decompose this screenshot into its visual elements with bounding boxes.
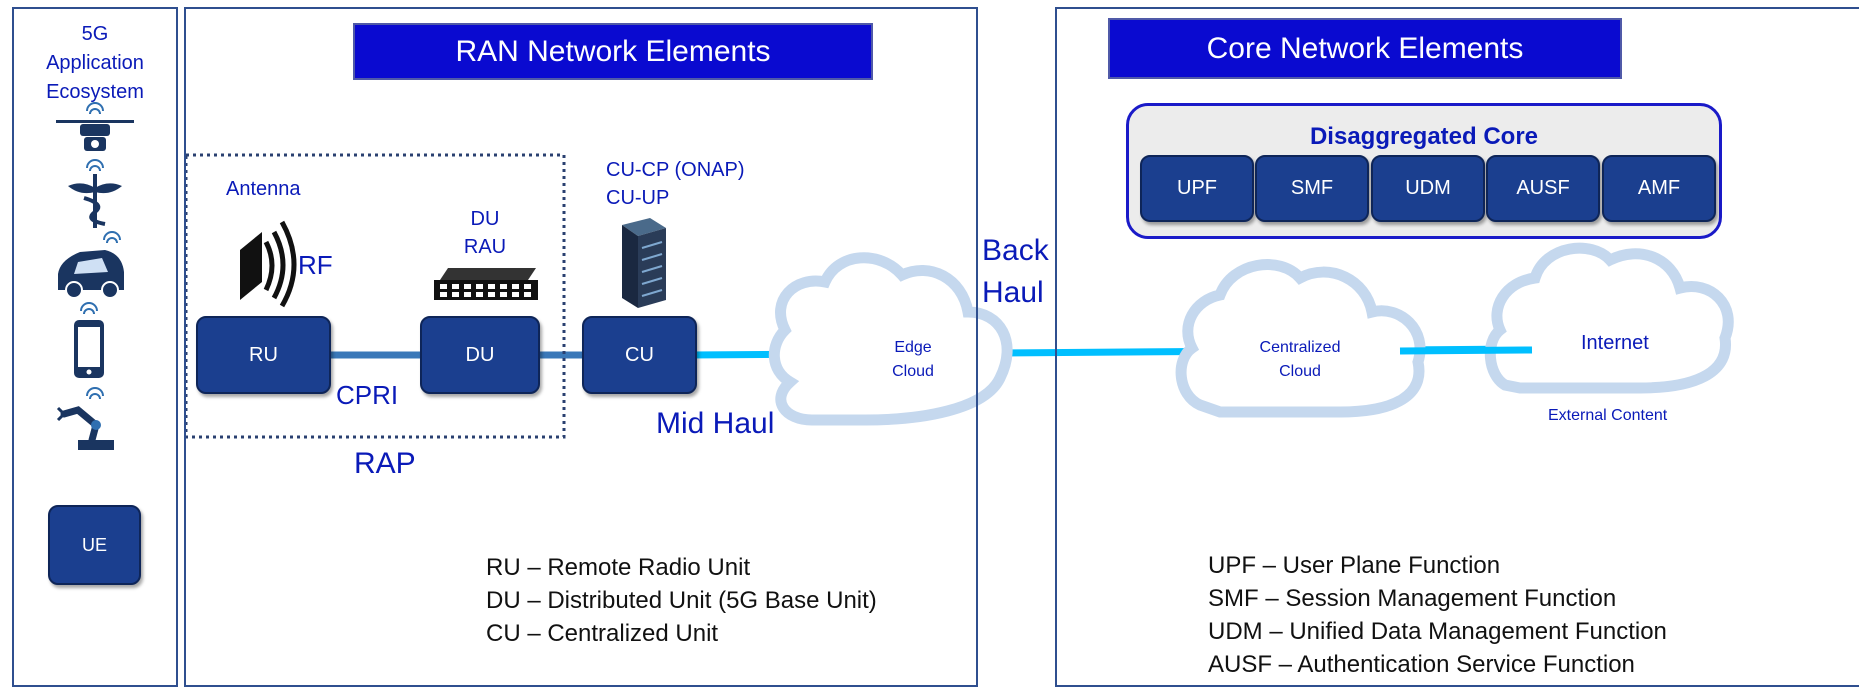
centralized-cloud-label: Centralized Cloud bbox=[1250, 336, 1350, 384]
backhaul-label: Back Haul bbox=[982, 230, 1049, 314]
ausf-block: AUSF bbox=[1486, 155, 1600, 222]
internet-cloud-icon bbox=[1484, 242, 1734, 394]
backhaul-line-text: Back bbox=[982, 234, 1049, 267]
du-block: DU bbox=[420, 316, 540, 394]
centralized-cloud-line: Cloud bbox=[1279, 363, 1321, 380]
cpri-label: CPRI bbox=[336, 380, 399, 410]
edge-cloud-line: Edge bbox=[894, 339, 932, 356]
ran-legend-item: RU – Remote Radio Unit bbox=[486, 554, 751, 581]
ecosystem-panel bbox=[12, 7, 178, 687]
core-legend-item: UDM – Unified Data Management Function bbox=[1208, 618, 1667, 645]
centralized-cloud-icon bbox=[1175, 259, 1426, 418]
amf-block: AMF bbox=[1602, 155, 1716, 222]
cu-role-line: CU-UP bbox=[606, 187, 670, 209]
ecosystem-title-line: Ecosystem bbox=[46, 81, 144, 103]
cu-role-label: CU-CP (ONAP) CU-UP bbox=[606, 156, 745, 212]
internet-link-line bbox=[1399, 346, 1533, 355]
core-legend-item: SMF – Session Management Function bbox=[1208, 585, 1617, 612]
centralized-cloud-line: Centralized bbox=[1259, 339, 1341, 356]
internet-label: Internet bbox=[1581, 332, 1649, 354]
ran-legend-item: DU – Distributed Unit (5G Base Unit) bbox=[486, 587, 877, 614]
ecosystem-title-line: 5G bbox=[81, 23, 109, 45]
core-legend-item: UPF – User Plane Function bbox=[1208, 552, 1501, 579]
external-content-label: External Content bbox=[1548, 407, 1668, 424]
midhaul-label: Mid Haul bbox=[656, 407, 775, 440]
ran-legend-item: CU – Centralized Unit bbox=[486, 620, 719, 647]
core-banner: Core Network Elements bbox=[1108, 18, 1622, 79]
edge-cloud-line: Cloud bbox=[892, 363, 934, 380]
du-rau-label: DU RAU bbox=[455, 205, 515, 261]
ran-legend: RU – Remote Radio Unit DU – Distributed … bbox=[486, 551, 877, 650]
ecosystem-title: 5G Application Ecosystem bbox=[12, 20, 178, 107]
core-legend: UPF – User Plane Function SMF – Session … bbox=[1208, 549, 1667, 681]
antenna-label: Antenna bbox=[226, 178, 301, 200]
du-rau-line: RAU bbox=[463, 236, 507, 258]
upf-block: UPF bbox=[1140, 155, 1254, 222]
core-legend-item: AUSF – Authentication Service Function bbox=[1208, 651, 1635, 678]
smf-block: SMF bbox=[1255, 155, 1369, 222]
disaggregated-core-title: Disaggregated Core bbox=[1309, 123, 1539, 150]
cu-role-line: CU-CP (ONAP) bbox=[606, 159, 745, 181]
edge-cloud-label: Edge Cloud bbox=[880, 336, 946, 384]
rf-label: RF bbox=[298, 250, 333, 280]
ran-banner: RAN Network Elements bbox=[353, 23, 873, 80]
edge-cloud-icon bbox=[768, 252, 1013, 426]
du-rau-line: DU bbox=[470, 208, 500, 230]
backhaul-line-text: Haul bbox=[982, 276, 1044, 309]
rap-boundary bbox=[184, 153, 566, 439]
rap-label: RAP bbox=[354, 447, 416, 480]
ru-block: RU bbox=[196, 316, 331, 394]
cu-block: CU bbox=[582, 316, 697, 394]
ecosystem-title-line: Application bbox=[46, 52, 144, 74]
udm-block: UDM bbox=[1371, 155, 1485, 222]
ue-block: UE bbox=[48, 505, 141, 585]
